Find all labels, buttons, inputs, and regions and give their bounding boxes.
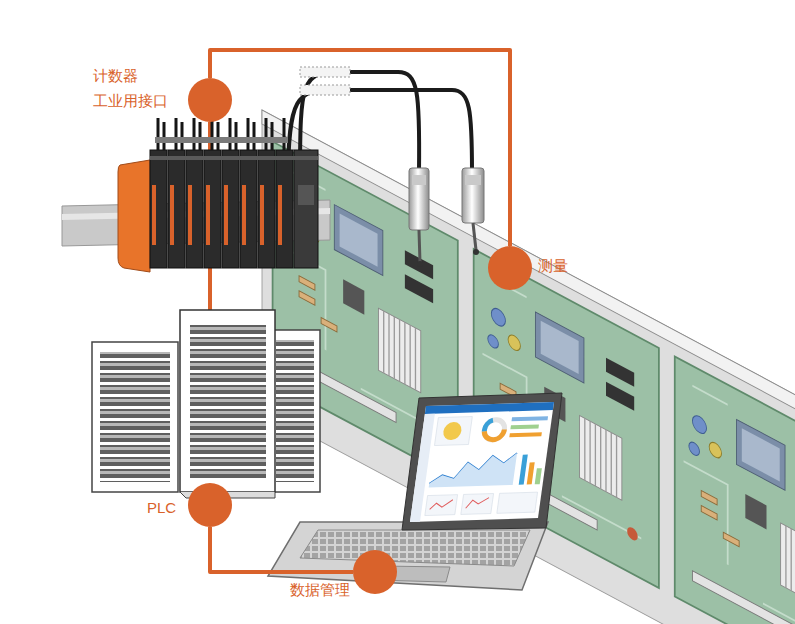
dashboard-screen: [461, 494, 494, 515]
dashboard-screen: [527, 462, 535, 484]
sensor-head: [473, 249, 479, 255]
laptop: [402, 393, 562, 530]
node-label: 计数器: [93, 68, 138, 84]
node-label: 工业用接口: [93, 93, 168, 109]
amplifier-unit: [150, 156, 318, 160]
dashboard-screen: [483, 419, 506, 440]
amplifier-unit: [298, 185, 314, 205]
amplifier-cable: [164, 122, 272, 150]
amplifier-cable: [155, 137, 288, 143]
laptop: [268, 522, 548, 590]
amplifier-array: [118, 160, 150, 272]
amplifier-unit: [150, 150, 318, 268]
connection-dot: 计数器工业用接口: [188, 78, 232, 122]
amplifier-cable: [155, 118, 288, 150]
dashboard-screen: [434, 417, 472, 446]
server-rack: [92, 342, 178, 492]
server-rack: [180, 310, 275, 492]
sensor-head: [412, 175, 426, 185]
dashboard-screen: [429, 453, 517, 488]
sensor-cable: [300, 67, 350, 77]
amplifier-unit: [154, 185, 280, 245]
node-label: 数据管理: [290, 582, 350, 598]
server-rack: [268, 330, 320, 492]
sensor-head: [419, 230, 420, 262]
connection-dot: 测量: [488, 246, 532, 290]
conveyor: [262, 110, 795, 624]
server-rack: [100, 352, 170, 482]
laptop: [300, 530, 530, 566]
sensor-head: [409, 168, 484, 267]
dashboard-screen: [410, 402, 554, 522]
dashboard-screen: [510, 424, 539, 429]
dashboard-screen: [512, 416, 549, 421]
signal-line: [210, 527, 353, 572]
amplifier-cable: [158, 118, 284, 150]
node-label: PLC: [147, 500, 176, 516]
amplifier-unit: [294, 150, 318, 268]
connection-dot: PLC: [188, 483, 232, 527]
dashboard-screen: [410, 402, 554, 522]
dashboard-screen: [535, 468, 542, 484]
server-rack: [276, 340, 314, 482]
amplifier-array: [62, 118, 330, 272]
dashboard-screen: [483, 419, 506, 440]
dashboard-screen: [425, 402, 554, 414]
server-rack: [190, 322, 266, 480]
pcb-board: [675, 356, 795, 624]
dashboard-screen: [425, 495, 458, 516]
connection-dot: 数据管理: [353, 550, 397, 594]
node-label: 测量: [538, 258, 568, 274]
sensor-cable: [300, 85, 350, 95]
dashboard-screen: [430, 498, 489, 510]
sensor-head: [409, 168, 429, 230]
sensor-head: [417, 261, 423, 267]
sensor-head: [473, 223, 476, 250]
sensor-head: [465, 175, 481, 185]
server-rack: [92, 310, 320, 498]
dashboard-screen: [442, 422, 462, 441]
sensor-head: [462, 168, 484, 223]
dashboard-screen: [497, 492, 538, 513]
dashboard-screen: [483, 419, 506, 440]
dashboard-screen: [509, 432, 542, 437]
dashboard-screen: [519, 455, 528, 485]
